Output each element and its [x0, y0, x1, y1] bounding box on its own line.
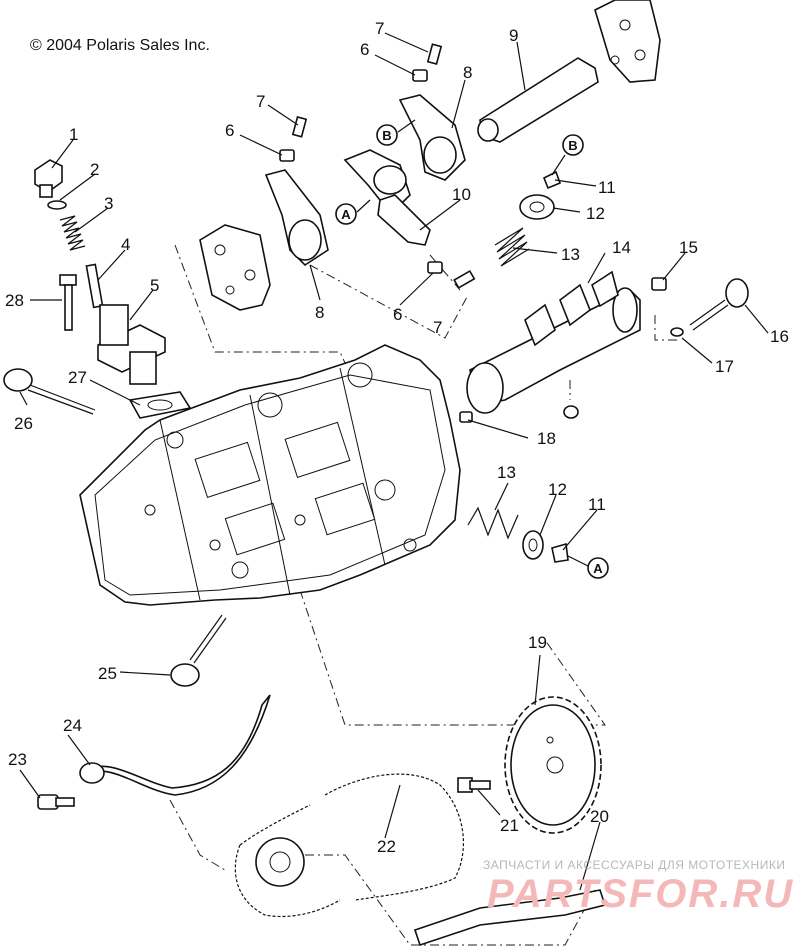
part-1-bolt [34, 159, 63, 198]
part-17-clip [670, 327, 684, 337]
callout-labels: 1 2 3 4 5 6 6 6 7 7 7 8 8 9 10 11 11 12 … [5, 19, 789, 856]
callout-20: 20 [590, 807, 609, 826]
part-24-tensioner-blade [79, 694, 271, 796]
callout-19: 19 [528, 633, 547, 652]
callout-7-mid: 7 [433, 318, 442, 337]
callout-11-lower: 11 [588, 495, 606, 514]
callout-17: 17 [715, 357, 734, 376]
callout-26: 26 [14, 414, 33, 433]
callout-28: 28 [5, 291, 24, 310]
part-10-rocker-arm [343, 149, 431, 246]
part-19-cam-sprocket [504, 696, 602, 834]
cam-bracket-left [199, 224, 271, 311]
part-7-adjuster-screw-upper [426, 43, 443, 65]
part-13-spring-upper [494, 227, 530, 267]
part-18-pin [459, 411, 473, 423]
callout-3: 3 [104, 194, 113, 213]
callout-25: 25 [98, 664, 117, 683]
leader-lines [19, 32, 769, 891]
reference-markers: A A B B [335, 119, 609, 579]
callout-8-upper: 8 [463, 63, 472, 82]
part-28-bolt [59, 274, 77, 331]
part-12-retainer-lower [522, 530, 544, 560]
part-8-rocker-arm-lower [264, 169, 329, 267]
callout-9: 9 [509, 26, 518, 45]
part-22-cam-chain [234, 773, 465, 918]
cylinder-head [79, 344, 461, 606]
callout-2: 2 [90, 160, 99, 179]
callout-5: 5 [150, 276, 159, 295]
part-21-bolt [457, 777, 491, 793]
callout-23: 23 [8, 750, 27, 769]
callout-11-upper: 11 [598, 178, 616, 197]
part-6-nut-left [279, 149, 295, 162]
marker-b-right: B [551, 134, 584, 176]
callout-24: 24 [63, 716, 82, 735]
copyright-notice: © 2004 Polaris Sales Inc. [30, 37, 210, 54]
marker-b-upper: B [376, 119, 416, 146]
callout-7-upper: 7 [375, 19, 384, 38]
cam-bushing [563, 405, 579, 419]
callout-6-mid: 6 [393, 305, 402, 324]
part-8-rocker-arm-upper [398, 94, 466, 181]
callout-16: 16 [770, 327, 789, 346]
part-6-nut-mid [427, 261, 443, 274]
callout-27: 27 [68, 368, 87, 387]
callout-18: 18 [537, 429, 556, 448]
part-12-retainer-upper [519, 194, 555, 220]
part-5-tensioner-housing [97, 304, 166, 385]
callout-8-lower: 8 [315, 303, 324, 322]
watermark-logo: PARTSFOR.RU [487, 872, 795, 916]
callout-6-left: 6 [225, 121, 234, 140]
part-13-spring-lower [467, 506, 519, 540]
svg-text:B: B [382, 128, 391, 143]
marker-a-left: A [335, 199, 371, 225]
callout-14: 14 [612, 238, 631, 257]
callout-12-upper: 12 [586, 204, 605, 223]
part-7-adjuster-screw-left [291, 116, 308, 138]
part-26-valve [3, 368, 96, 415]
callout-21: 21 [500, 816, 519, 835]
svg-text:A: A [593, 561, 603, 576]
svg-text:A: A [341, 207, 351, 222]
svg-text:B: B [568, 138, 577, 153]
callout-7-left: 7 [256, 92, 265, 111]
callout-12-lower: 12 [548, 480, 567, 499]
part-20-chain-guide [413, 889, 607, 947]
callout-10: 10 [452, 185, 471, 204]
part-14-camshaft [466, 270, 641, 414]
part-27-gasket [128, 391, 192, 419]
watermark-tagline: ЗАПЧАСТИ И АКСЕССУАРЫ ДЛЯ МОТОТЕХНИКИ [483, 858, 786, 872]
part-2-washer [47, 200, 67, 210]
cam-bracket-top [594, 0, 661, 83]
callout-22: 22 [377, 837, 396, 856]
part-7-adjuster-screw-mid [453, 269, 476, 289]
callout-4: 4 [121, 235, 130, 254]
part-9-rocker-shaft [477, 57, 599, 143]
part-25-valve [170, 614, 227, 687]
part-3-spring [59, 215, 86, 251]
callout-6-upper: 6 [360, 40, 369, 59]
callout-1: 1 [69, 125, 78, 144]
part-15-plug [651, 277, 667, 291]
part-6-nut-upper [412, 69, 428, 82]
callout-13-upper: 13 [561, 245, 580, 264]
part-16-decompressor [689, 278, 749, 331]
callout-15: 15 [679, 238, 698, 257]
callout-13-lower: 13 [497, 463, 516, 482]
part-23-pivot-bolt [37, 794, 75, 810]
marker-a-right: A [567, 555, 609, 579]
part-4-pin [85, 263, 104, 309]
